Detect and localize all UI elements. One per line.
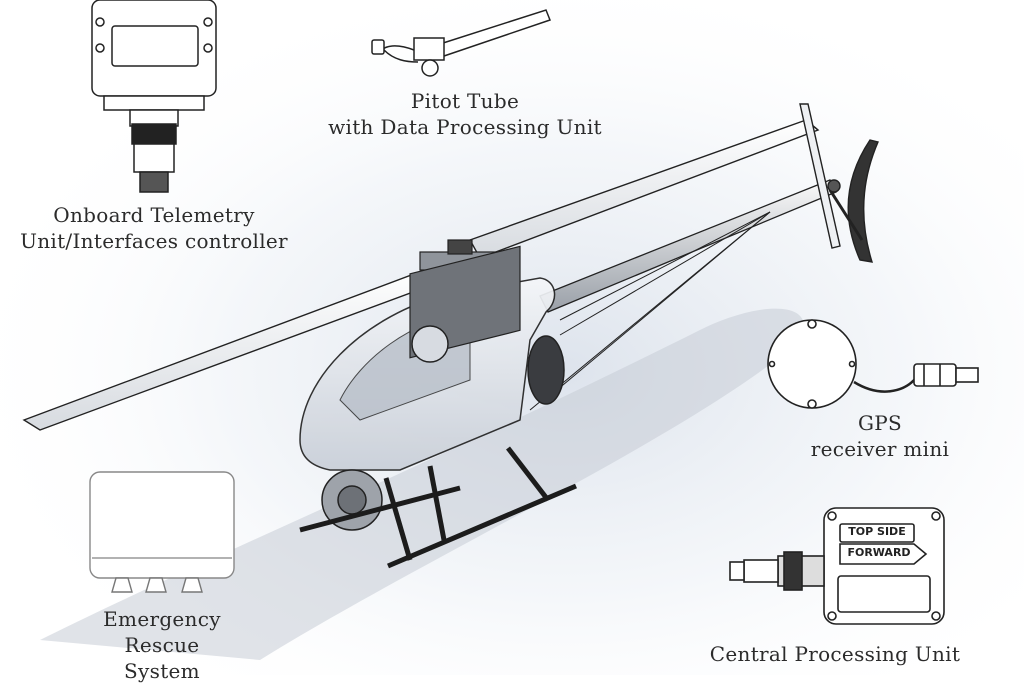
- pitot-label: Pitot Tube with Data Processing Unit: [300, 88, 630, 140]
- rescue-label-line2: Rescue: [124, 633, 200, 657]
- tail-rotor: [799, 103, 879, 263]
- fuselage: [299, 245, 565, 531]
- cpu-label-line1: Central Processing Unit: [709, 642, 961, 666]
- pitot-label-line2: with Data Processing Unit: [328, 115, 602, 139]
- cpu-plate-top-text: TOP SIDE: [848, 525, 906, 538]
- landing-skids: [299, 446, 577, 569]
- rescue-label-line3: System: [124, 659, 200, 683]
- central-processing-unit-illustration: [729, 507, 945, 625]
- rescue-label: Emergency Rescue System: [80, 606, 244, 684]
- telemetry-label: Onboard Telemetry Unit/Interfaces contro…: [8, 202, 300, 254]
- gps-label-line2: receiver mini: [810, 437, 950, 461]
- pitot-tube-illustration: [371, 9, 551, 77]
- telemetry-label-line1: Onboard Telemetry: [53, 203, 255, 227]
- rescue-system-illustration: [89, 471, 235, 593]
- telemetry-unit-illustration: [91, 0, 217, 193]
- cpu-plate-forward-text: FORWARD: [847, 546, 911, 559]
- telemetry-label-line2: Unit/Interfaces controller: [20, 229, 288, 253]
- gps-receiver-illustration: [767, 319, 979, 409]
- pitot-label-line1: Pitot Tube: [410, 89, 520, 113]
- gps-label: GPS receiver mini: [790, 410, 970, 462]
- gps-label-line1: GPS: [857, 411, 903, 435]
- rescue-label-line1: Emergency: [103, 607, 221, 631]
- tail-boom: [529, 179, 837, 411]
- cpu-label: Central Processing Unit: [700, 641, 970, 667]
